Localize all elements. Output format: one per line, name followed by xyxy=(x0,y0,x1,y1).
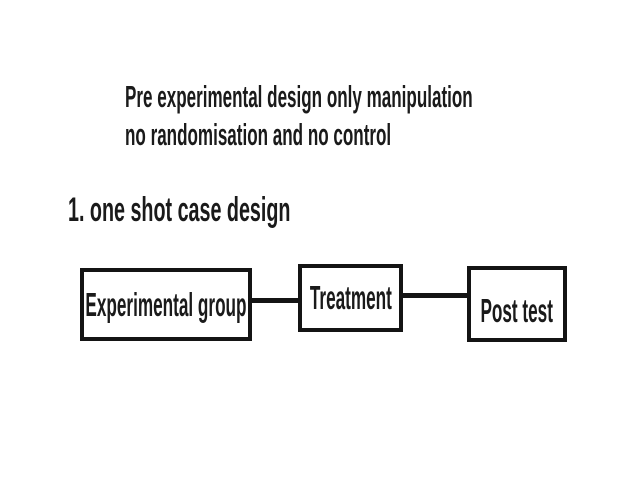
title-line-1-row: Pre experimental design only manipulatio… xyxy=(125,78,638,116)
section-heading: 1. one shot case design xyxy=(68,190,452,230)
node-post-test: Post test xyxy=(467,266,567,342)
slide-title: Pre experimental design only manipulatio… xyxy=(125,78,638,154)
section-heading-text: 1. one shot case design xyxy=(68,191,291,229)
title-line-2: no randomisation and no control xyxy=(125,117,392,152)
title-line-1: Pre experimental design only manipulatio… xyxy=(125,79,473,114)
node-post-test-label: Post test xyxy=(480,292,554,329)
node-experimental-group-label: Experimental group xyxy=(85,285,247,323)
node-experimental-group: Experimental group xyxy=(80,268,252,341)
title-line-2-row: no randomisation and no control xyxy=(125,116,638,154)
node-treatment: Treatment xyxy=(298,264,403,332)
connector-treatment-to-posttest xyxy=(401,293,469,298)
connector-experimental-to-treatment xyxy=(250,298,300,303)
node-treatment-label: Treatment xyxy=(309,279,392,316)
